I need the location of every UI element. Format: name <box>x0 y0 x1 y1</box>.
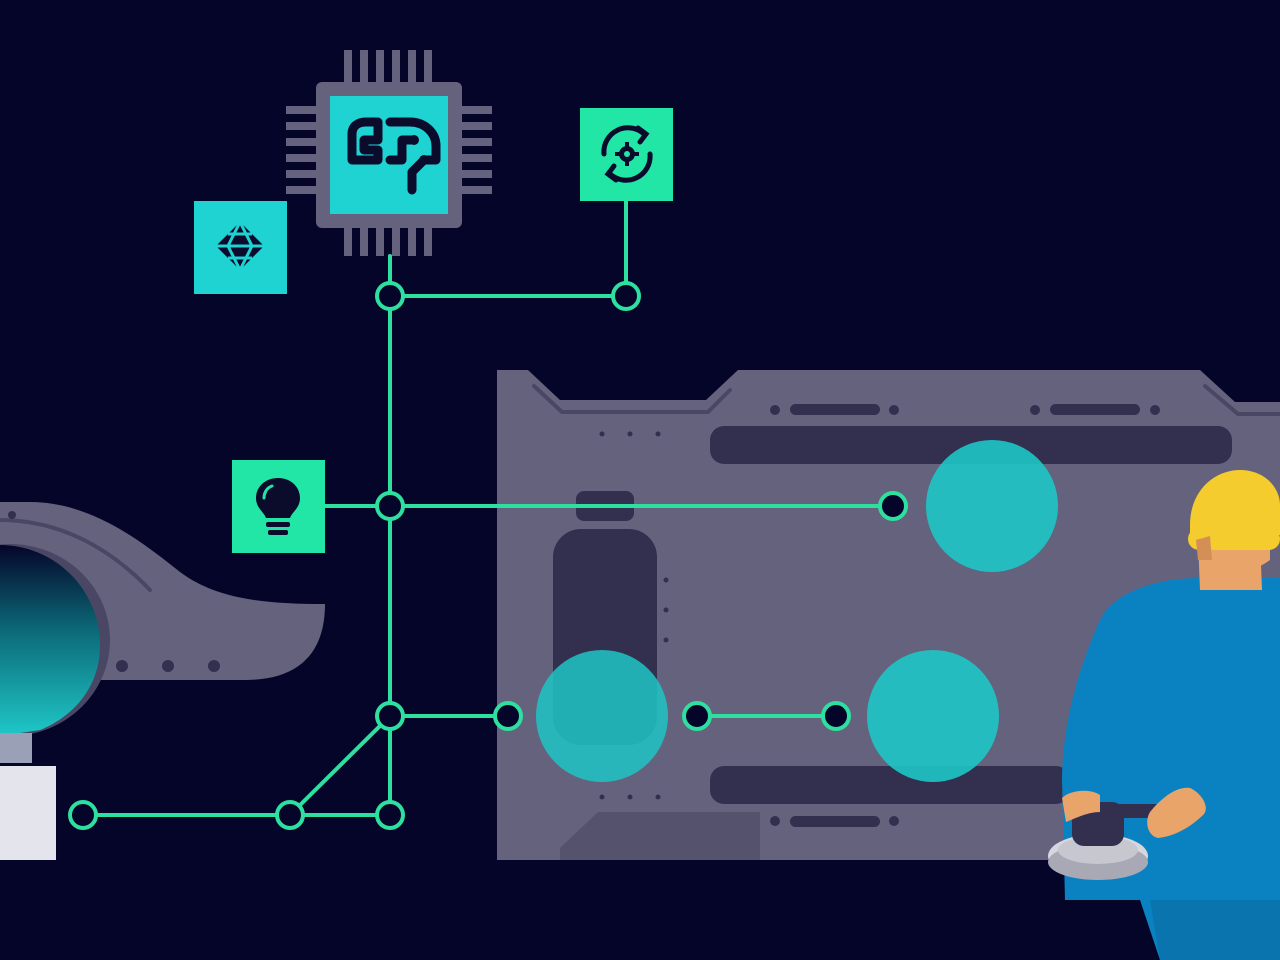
circuit-node <box>68 800 98 830</box>
rivet <box>663 577 669 583</box>
idea-tile <box>232 460 325 553</box>
lamp-arm <box>0 502 325 860</box>
rivet <box>599 794 605 800</box>
machine-notch-right <box>1203 384 1280 416</box>
worker-helmet-brim <box>1188 528 1280 550</box>
circuit-nodes <box>68 281 908 830</box>
circuit-node <box>375 281 405 311</box>
machine-bottom-notch <box>560 812 760 860</box>
rivet <box>655 794 661 800</box>
rivet <box>770 405 780 415</box>
rivet <box>627 431 633 437</box>
circuit-node <box>493 701 523 731</box>
machine-top-slot-2 <box>1050 404 1140 415</box>
worker <box>1048 470 1280 960</box>
circuit-line <box>288 714 392 817</box>
tool-grip <box>1100 804 1160 818</box>
circuit-network <box>81 198 895 817</box>
machine-top-slot-1 <box>790 404 880 415</box>
lamp-arm-inner <box>0 518 152 592</box>
rivet <box>116 660 128 672</box>
teal-spot <box>536 650 668 782</box>
rivet <box>1150 405 1160 415</box>
sync-gear-icon <box>601 125 653 183</box>
circuit-node <box>682 701 712 731</box>
worker-ear <box>1196 536 1212 560</box>
worker-shadow-stripe <box>1150 900 1280 960</box>
rivet <box>663 637 669 643</box>
cycle-tile <box>580 108 673 201</box>
rivet <box>208 660 220 672</box>
worker-hand-left <box>1062 790 1100 822</box>
ai-chip <box>286 50 492 256</box>
triangle-pattern-icon <box>216 221 264 271</box>
rivet <box>655 431 661 437</box>
circuit-node <box>878 491 908 521</box>
rivet <box>889 405 899 415</box>
chip-pins <box>286 50 492 256</box>
lightbulb-icon <box>256 478 300 535</box>
circuit-node <box>375 491 405 521</box>
circuit-node <box>275 800 305 830</box>
rivet <box>770 816 780 826</box>
teal-spot <box>926 440 1058 572</box>
worker-hand-right <box>1147 787 1206 838</box>
gear-hole <box>624 151 630 157</box>
circuit-node <box>375 800 405 830</box>
rivet <box>627 794 633 800</box>
lamp-base-block <box>0 766 56 860</box>
rivet <box>663 607 669 613</box>
worker-helmet <box>1190 470 1280 535</box>
rivet <box>889 816 899 826</box>
lamp-glow <box>0 545 100 736</box>
rivet <box>8 511 16 519</box>
teal-spot <box>867 650 999 782</box>
machine-bottom-slot <box>790 816 880 827</box>
circuit-node <box>821 701 851 731</box>
gear-teeth <box>615 142 639 166</box>
circuit-node <box>375 701 405 731</box>
circuit-node <box>611 281 641 311</box>
pattern-tile <box>194 201 287 294</box>
lamp-socket <box>0 733 32 763</box>
machine-lower-bar <box>710 766 1070 804</box>
chip-brain-dot <box>409 135 419 145</box>
machine-notch-left <box>532 384 732 414</box>
chip-brain-dot <box>419 155 429 165</box>
rivet <box>599 431 605 437</box>
rivet <box>162 660 174 672</box>
rivet <box>1030 405 1040 415</box>
ai-brain-chip-icon <box>347 117 441 195</box>
